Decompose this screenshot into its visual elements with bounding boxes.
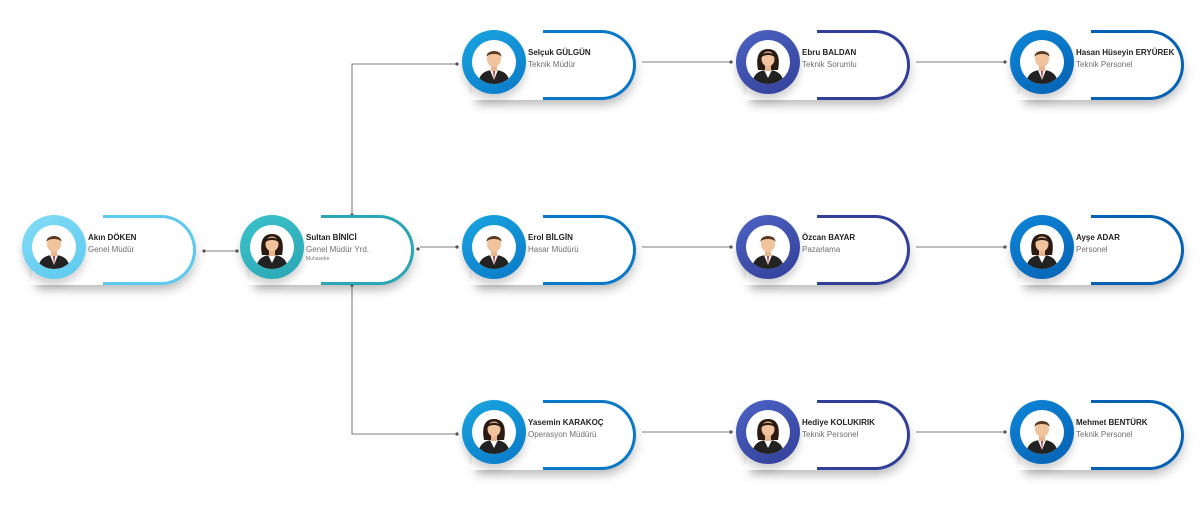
node-card-selcuk: Selçuk GÜLGÜN Teknik Müdür <box>462 30 636 100</box>
connector-sultan-akin-dot <box>202 249 206 253</box>
female-avatar-icon <box>472 410 516 454</box>
node-name: Yasemin KARAKOÇ <box>528 418 604 427</box>
connector-sultan-erol-dot <box>455 245 459 249</box>
avatar-ring <box>462 30 526 94</box>
node-card-sultan: Sultan BİNİCİ Genel Müdür Yrd. Muhasebe <box>240 215 414 285</box>
male-avatar-icon <box>32 225 76 269</box>
node-title: Hasar Müdürü <box>528 245 579 254</box>
node-card-ozcan: Özcan BAYAR Pazarlama <box>736 215 910 285</box>
female-avatar-icon <box>1020 225 1064 269</box>
node-title: Pazarlama <box>802 245 841 254</box>
node-card-ayse: Ayşe ADAR Personel <box>1010 215 1184 285</box>
avatar-ring <box>736 30 800 94</box>
avatar-ring <box>462 400 526 464</box>
node-title: Genel Müdür <box>88 245 135 254</box>
node-title: Teknik Sorumlu <box>802 60 857 69</box>
connector-sultan-yasemin <box>351 285 457 435</box>
connector-hediye-mehmet-dot <box>1003 430 1007 434</box>
node-card-hasan: Hasan Hüseyin ERYÜREK Teknik Personel <box>1010 30 1184 100</box>
node-card-yasemin: Yasemin KARAKOÇ Operasyon Müdürü <box>462 400 636 470</box>
avatar-ring <box>1010 30 1074 94</box>
node-title: Teknik Personel <box>1076 60 1133 69</box>
avatar-ring <box>736 215 800 279</box>
node-name: Mehmet BENTÜRK <box>1076 418 1148 427</box>
connector-sultan-selcuk <box>351 63 457 215</box>
node-name: Hasan Hüseyin ERYÜREK <box>1076 48 1175 57</box>
node-subtitle: Muhasebe <box>306 256 330 262</box>
node-card-ebru: Ebru BALDAN Teknik Sorumlu <box>736 30 910 100</box>
male-avatar-icon <box>472 225 516 269</box>
female-avatar-icon <box>746 410 790 454</box>
node-title: Teknik Personel <box>1076 430 1133 439</box>
node-name: Ayşe ADAR <box>1076 233 1120 242</box>
node-name: Erol BİLGİN <box>528 233 573 242</box>
node-title: Teknik Müdür <box>528 60 576 69</box>
female-avatar-icon <box>746 40 790 84</box>
male-avatar-icon <box>746 225 790 269</box>
female-avatar-icon <box>250 225 294 269</box>
avatar-ring <box>22 215 86 279</box>
male-avatar-icon <box>1020 410 1064 454</box>
connector-sultan-erol-start-dot <box>416 247 420 251</box>
avatar-ring <box>1010 215 1074 279</box>
connector-sultan-yasemin-dot <box>455 432 459 436</box>
node-card-erol: Erol BİLGİN Hasar Müdürü <box>462 215 636 285</box>
connector-ozcan-ayse-dot <box>1003 245 1007 249</box>
avatar-ring <box>1010 400 1074 464</box>
node-card-mehmet: Mehmet BENTÜRK Teknik Personel <box>1010 400 1184 470</box>
connector-sultan-selcuk-dot <box>455 62 459 66</box>
node-card-akin: Akın DÖKEN Genel Müdür <box>22 215 196 285</box>
node-title: Personel <box>1076 245 1108 254</box>
connector-ebru-hasan-dot <box>1003 60 1007 64</box>
connector-erol-ozcan-dot <box>729 245 733 249</box>
connector-yasemin-hediye-dot <box>729 430 733 434</box>
male-avatar-icon <box>472 40 516 84</box>
node-card-hediye: Hediye KOLUKIRIK Teknik Personel <box>736 400 910 470</box>
node-name: Hediye KOLUKIRIK <box>802 418 875 427</box>
node-title: Operasyon Müdürü <box>528 430 597 439</box>
avatar-ring <box>736 400 800 464</box>
male-avatar-icon <box>1020 40 1064 84</box>
node-title: Genel Müdür Yrd. <box>306 245 369 254</box>
node-name: Özcan BAYAR <box>802 233 856 242</box>
avatar-ring <box>240 215 304 279</box>
node-name: Ebru BALDAN <box>802 48 857 57</box>
connector-selcuk-ebru-dot <box>729 60 733 64</box>
node-name: Akın DÖKEN <box>88 233 137 242</box>
node-name: Selçuk GÜLGÜN <box>528 48 591 57</box>
connector-sultan-akin-dot <box>235 249 239 253</box>
avatar-ring <box>462 215 526 279</box>
node-name: Sultan BİNİCİ <box>306 233 357 242</box>
node-title: Teknik Personel <box>802 430 859 439</box>
